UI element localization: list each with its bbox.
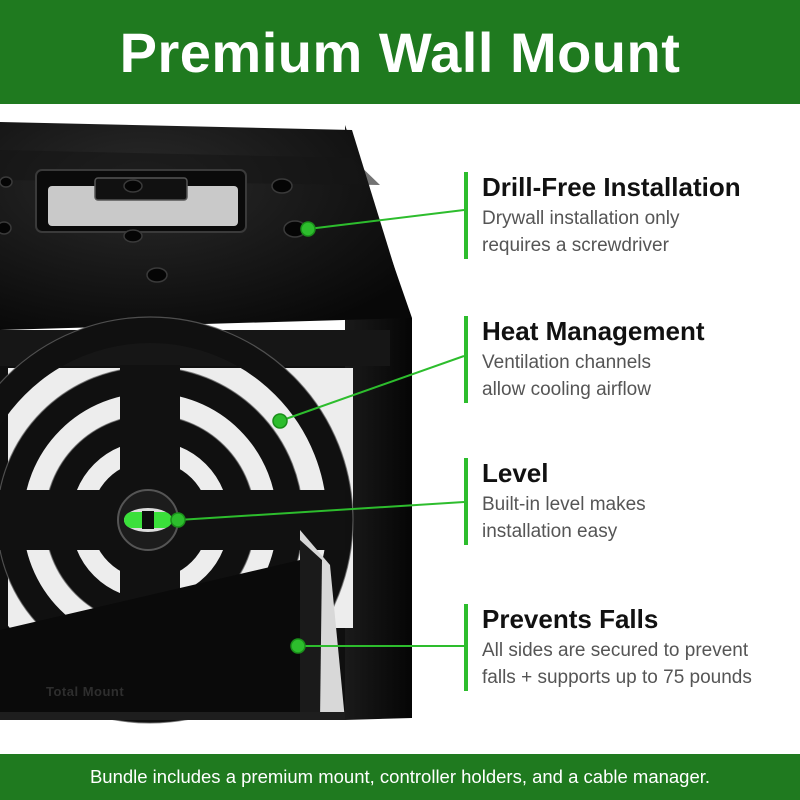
feature-line: installation easy — [482, 521, 618, 542]
leader-dots — [170, 221, 316, 654]
leader-lines — [177, 209, 465, 647]
clip-slot — [35, 169, 247, 233]
brand-engraving: Total Mount — [46, 684, 125, 699]
wall-mount-image — [0, 122, 465, 724]
screw-holes — [0, 176, 307, 283]
feature-drill-free: Drill-Free Installation Drywall installa… — [464, 172, 792, 259]
feature-description: Drywall installation only requires a scr… — [482, 205, 792, 259]
feature-line: falls + supports up to 75 pounds — [482, 667, 752, 688]
feature-line: Drywall installation only — [482, 208, 680, 229]
feature-line: requires a screwdriver — [482, 235, 669, 256]
bundle-note: Bundle includes a premium mount, control… — [89, 766, 711, 787]
feature-description: All sides are secured to prevent falls +… — [482, 637, 792, 691]
feature-title: Drill-Free Installation — [482, 172, 741, 202]
feature-title: Level — [482, 458, 549, 488]
feature-line: Built-in level makes — [482, 494, 646, 515]
page-title: Premium Wall Mount — [119, 20, 681, 84]
feature-level: Level Built-in level makes installation … — [464, 458, 792, 545]
feature-line: allow cooling airflow — [482, 379, 651, 400]
feature-title: Prevents Falls — [482, 604, 659, 634]
feature-line: Ventilation channels — [482, 352, 652, 373]
footer-banner: Bundle includes a premium mount, control… — [0, 754, 800, 800]
header-banner: Premium Wall Mount — [0, 0, 800, 104]
feature-description: Built-in level makes installation easy — [482, 491, 792, 545]
bubble-level — [117, 489, 179, 551]
feature-heat-management: Heat Management Ventilation channels all… — [464, 316, 792, 403]
feature-line: All sides are secured to prevent — [482, 640, 749, 661]
product-illustration: Total Mount — [0, 104, 800, 754]
feature-title: Heat Management — [482, 316, 705, 346]
feature-prevents-falls: Prevents Falls All sides are secured to … — [464, 604, 792, 691]
feature-description: Ventilation channels allow cooling airfl… — [482, 349, 792, 403]
